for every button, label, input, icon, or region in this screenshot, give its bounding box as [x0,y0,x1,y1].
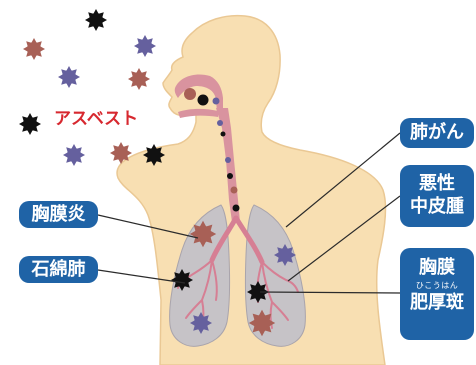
black-fiber-icon [19,113,41,135]
purple-fiber-icon [58,66,80,88]
asbestos-label: アスベスト [54,104,138,129]
plaque-line2: 肥厚斑 [400,291,474,314]
brown-fiber-icon [190,221,216,247]
pleurisy-text: 胸膜炎 [19,203,98,226]
brown-fiber-icon [23,38,45,60]
plaque-line1: 胸膜 [400,256,474,279]
airborne-fibers [19,9,165,166]
purple-fiber-icon [134,35,156,57]
mesothelioma-label: 悪性 中皮腫 [400,165,474,227]
asbestosis-label: 石綿肺 [19,256,98,283]
brown-fiber-icon [110,142,132,164]
lung-cancer-label: 肺がん [400,118,474,148]
purple-fiber-icon [274,244,296,266]
pleurisy-label: 胸膜炎 [19,201,98,228]
brown-fiber-icon [249,310,275,336]
asbestosis-text: 石綿肺 [19,258,98,281]
black-fiber-icon [85,9,107,31]
plaque-ruby: ひこうはん [400,281,474,291]
purple-fiber-icon [190,312,212,334]
purple-fiber-icon [63,144,85,166]
mesothelioma-line2: 中皮腫 [400,195,474,218]
lung-cancer-text: 肺がん [400,121,474,144]
mesothelioma-line1: 悪性 [400,172,474,195]
black-fiber-icon [171,269,193,291]
brown-fiber-icon [128,68,150,90]
black-fiber-icon [143,144,165,166]
pleural-plaque-label: 胸膜 ひこうはん 肥厚斑 [400,248,474,340]
